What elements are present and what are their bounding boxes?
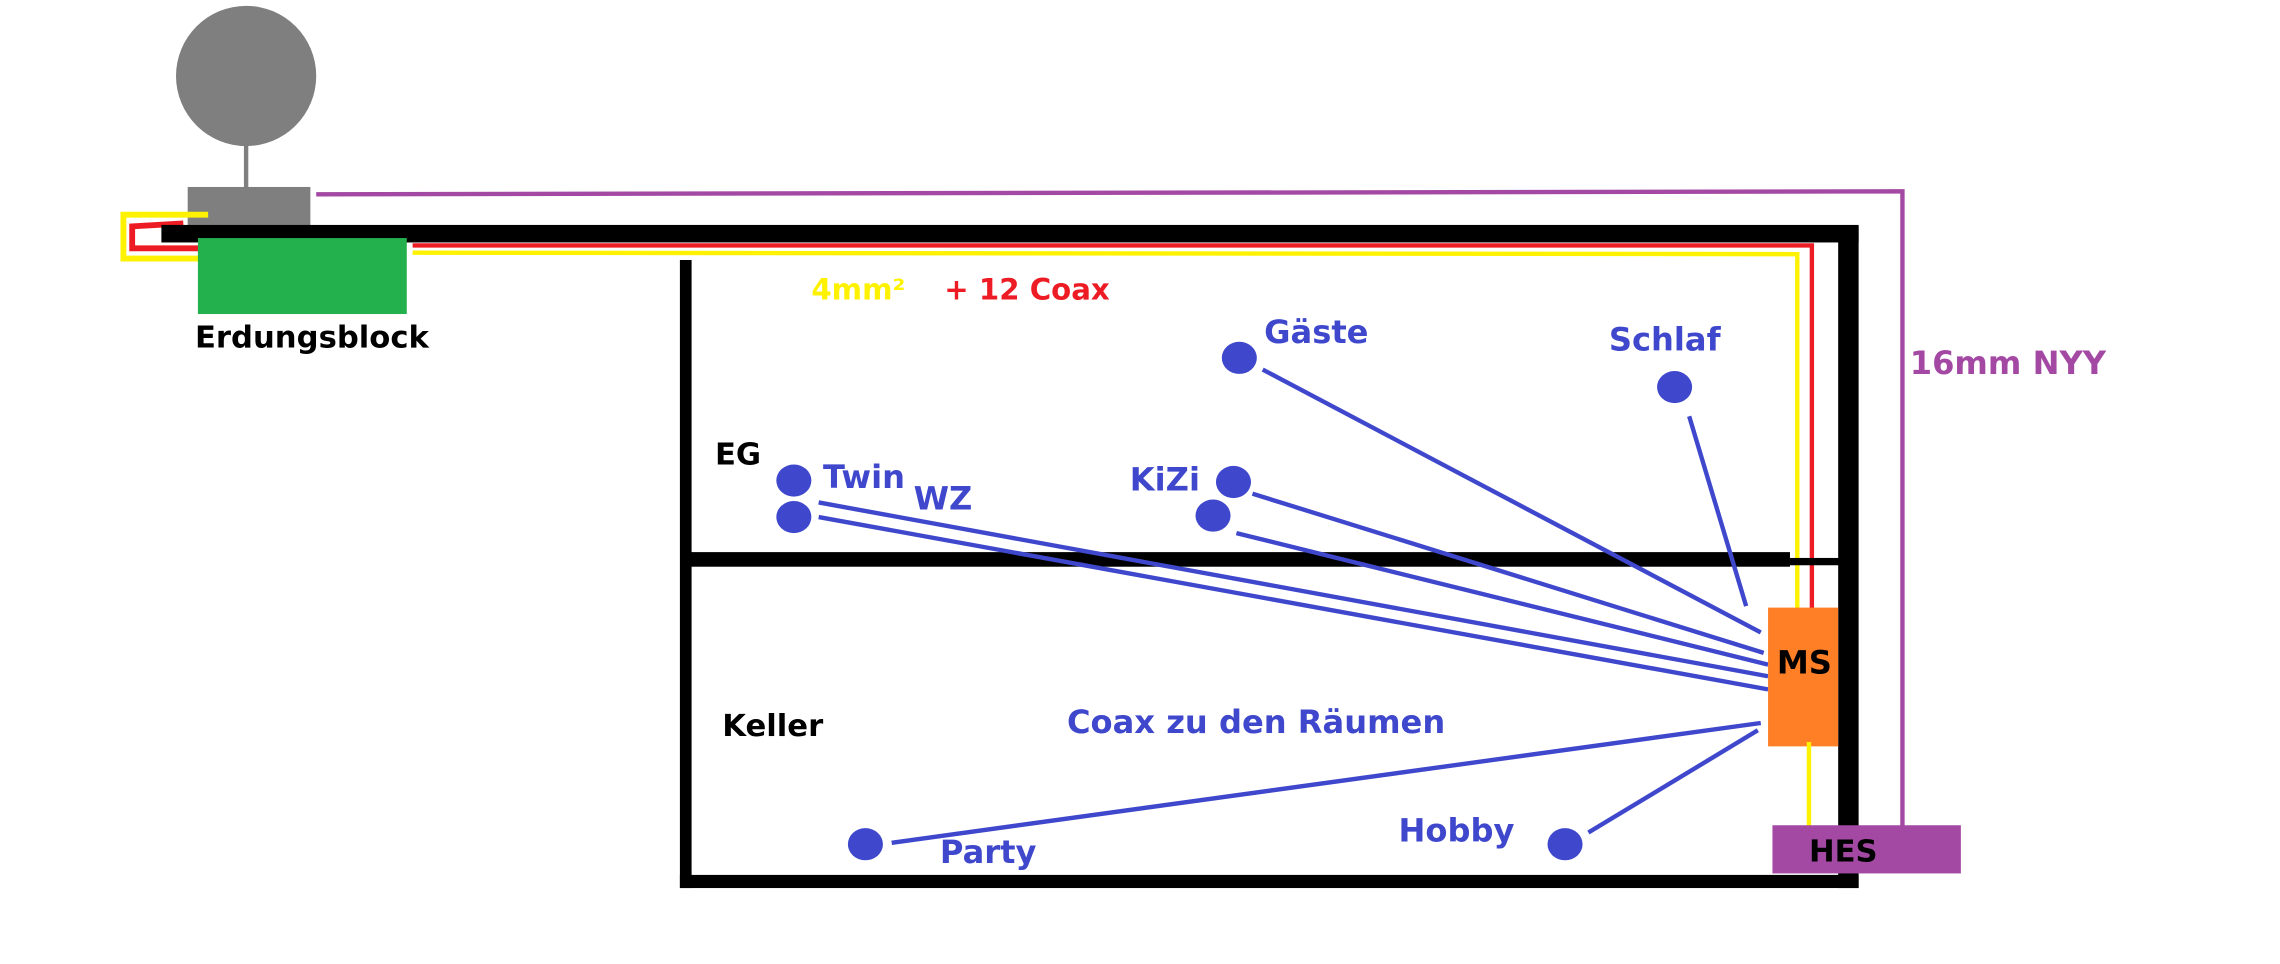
ground-floor-label: EG	[715, 437, 761, 472]
outlet-kizi-2	[1195, 499, 1231, 532]
grounding-block-label: Erdungsblock	[195, 321, 430, 356]
coax-line-twin-1	[818, 500, 1769, 679]
multiswitch-box	[1768, 607, 1839, 747]
house-left-wall	[679, 259, 692, 889]
ground-wire-loop	[120, 211, 209, 262]
outlet-twin-1	[776, 464, 812, 497]
coax-run	[412, 243, 1815, 611]
outlet-kizi-1	[1215, 465, 1252, 499]
house-right-wall	[1838, 226, 1859, 889]
coax-line-schlaf	[1687, 415, 1749, 607]
main-ground-bar-label: HES	[1809, 835, 1878, 870]
coax-line-party	[891, 720, 1762, 845]
room-label-twin: Twin	[823, 458, 905, 496]
coax-line-twin-2	[818, 514, 1769, 692]
room-label-wz: WZ	[914, 480, 973, 518]
ground-wire-run	[412, 250, 1800, 614]
ceiling-eg-keller-right	[1789, 557, 1842, 566]
main-ground-bar	[1772, 825, 1961, 874]
roof-line	[161, 224, 1859, 243]
house-floor	[679, 874, 1859, 889]
satellite-dish	[176, 5, 317, 147]
coax-line-gaeste	[1261, 367, 1762, 635]
coax-rooms-label: Coax zu den Räumen	[1067, 703, 1445, 741]
grounding-block	[197, 238, 407, 315]
outlet-gaeste	[1221, 341, 1257, 374]
room-label-gaeste: Gäste	[1264, 313, 1368, 351]
room-label-schlaf: Schlaf	[1609, 321, 1722, 359]
outlet-twin-2	[776, 500, 812, 534]
ceiling-eg-keller	[685, 552, 1790, 567]
basement-label: Keller	[722, 709, 824, 744]
coax-bundle-label: + 12 Coax	[944, 272, 1110, 306]
room-label-party: Party	[940, 833, 1037, 871]
power-cable-label: 16mm NYY	[1910, 344, 2107, 382]
coax-line-kizi-2	[1235, 530, 1769, 667]
outlet-schlaf	[1657, 370, 1693, 404]
room-label-hobby: Hobby	[1399, 811, 1515, 849]
coax-line-kizi-1	[1251, 491, 1765, 655]
room-label-kizi: KiZi	[1130, 461, 1200, 499]
ground-wire-label: 4mm²	[811, 272, 905, 306]
lnb-mount-box	[187, 186, 311, 228]
room-coax-lines	[818, 367, 1769, 845]
outlet-hobby	[1547, 828, 1583, 861]
coax-loop	[129, 220, 206, 252]
multiswitch-label: MS	[1777, 643, 1832, 681]
outlet-party	[847, 828, 883, 861]
coax-line-hobby	[1587, 728, 1759, 835]
power-cable-nyy	[316, 189, 1905, 827]
